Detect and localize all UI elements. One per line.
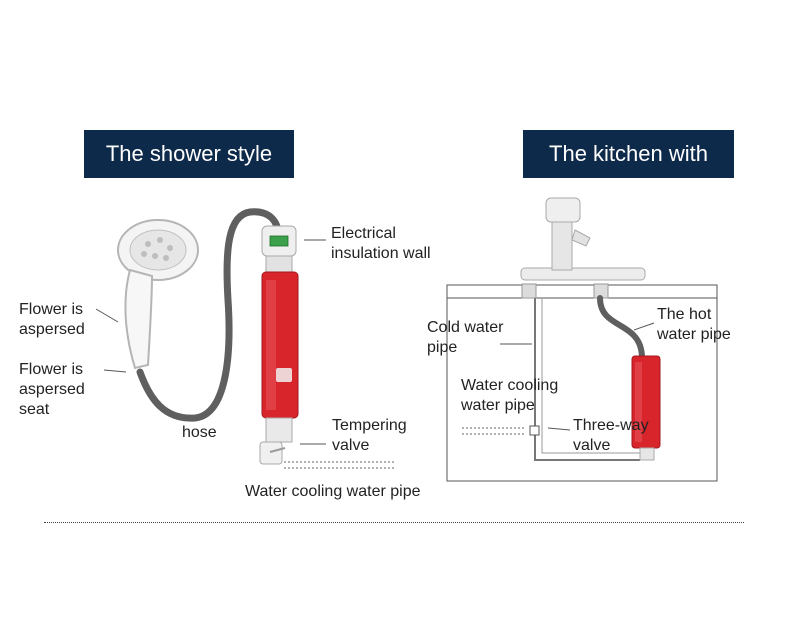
- three-way-valve-icon: [529, 425, 540, 436]
- label-cold-water-pipe: Cold water pipe: [427, 319, 504, 356]
- label-flower-aspersed: Flower is aspersed: [19, 301, 85, 338]
- label-hot-water-pipe: The hot water pipe: [657, 306, 731, 343]
- cold-water-pipe: [534, 298, 640, 461]
- label-hose: hose: [182, 424, 217, 441]
- shower-heater-icon: [261, 271, 299, 419]
- hot-water-pipe: [597, 295, 645, 359]
- cabinet-box: [446, 284, 718, 482]
- label-water-cooling-right: Water cooling water pipe: [461, 377, 559, 414]
- tempering-valve-icon: [259, 417, 293, 465]
- bottom-divider: [44, 522, 744, 523]
- label-electrical-insulation: Electrical insulation wall: [331, 225, 431, 262]
- label-three-way-valve: Three-way valve: [573, 417, 649, 454]
- label-tempering-valve: Tempering valve: [332, 417, 407, 454]
- insulation-wall-icon: [261, 225, 297, 273]
- kitchen-heater-icon: [631, 355, 661, 461]
- shower-head-icon: [117, 219, 199, 370]
- label-water-cooling-left: Water cooling water pipe: [245, 483, 421, 500]
- label-flower-aspersed-seat: Flower is aspersed seat: [19, 361, 85, 418]
- kitchen-faucet-icon: [520, 197, 646, 299]
- shower-style-title: The shower style: [84, 130, 294, 178]
- shower-hose: [136, 208, 282, 422]
- kitchen-title: The kitchen with: [523, 130, 734, 178]
